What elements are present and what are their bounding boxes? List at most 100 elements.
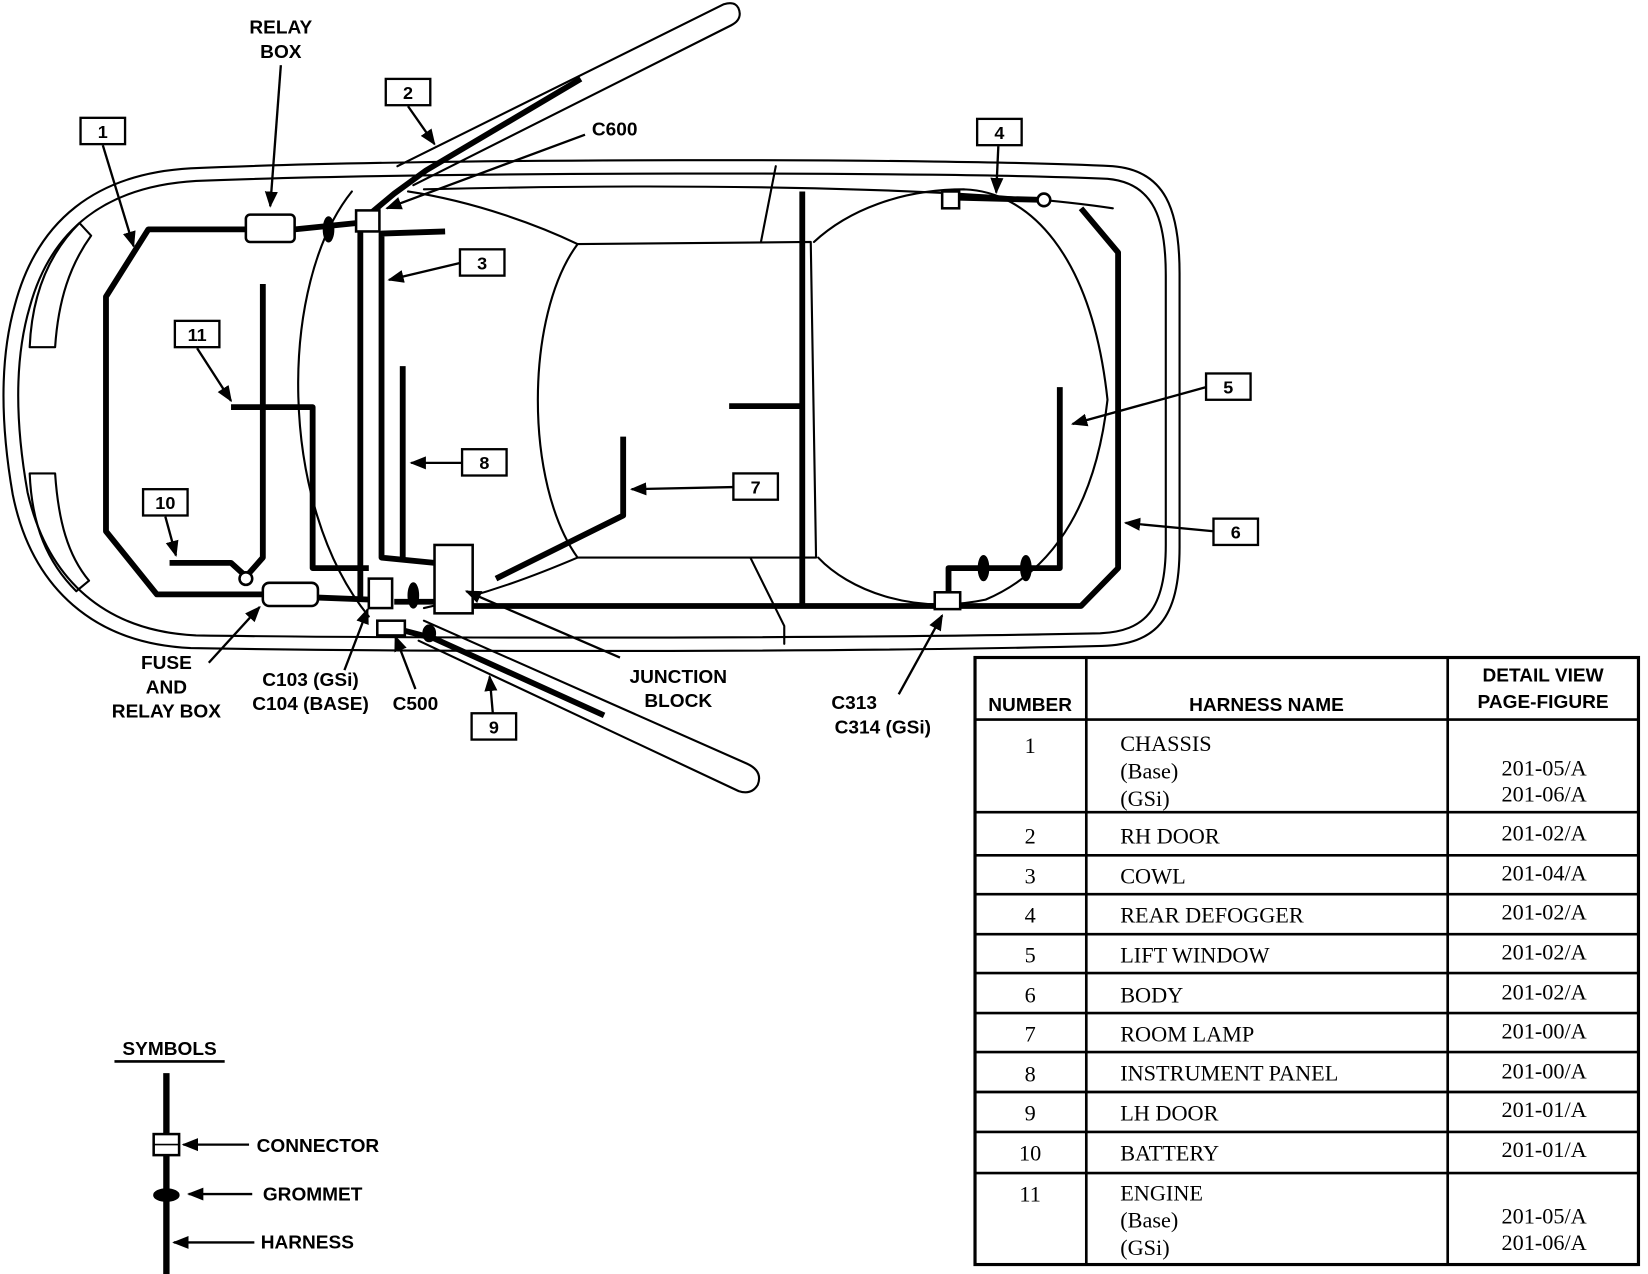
relay-box-label: RELAY: [249, 18, 312, 39]
junction-block-label: BLOCK: [644, 691, 712, 712]
row-figure: 201-00/A: [1502, 1058, 1587, 1083]
fuse-relay-box-label: FUSE: [141, 653, 192, 674]
table-row: 2 RH DOOR 201-02/A: [1025, 821, 1587, 849]
row-figure: 201-01/A: [1502, 1137, 1587, 1162]
leader-fuse-relay-box: [207, 605, 261, 664]
table-header: NUMBER HARNESS NAME DETAIL VIEW PAGE-FIG…: [988, 666, 1608, 716]
table-row: 10 BATTERY 201-01/A: [1019, 1137, 1587, 1165]
c600-label: C600: [592, 120, 638, 141]
callout-1: 1: [79, 116, 127, 146]
callout-number: 10: [155, 493, 175, 513]
row-number: 5: [1025, 943, 1036, 968]
table-row: 6 BODY 201-02/A: [1025, 979, 1587, 1007]
junction-block: [433, 543, 474, 615]
callout-number: 7: [751, 477, 761, 497]
header-number: NUMBER: [988, 695, 1072, 716]
leader-callout-5: [1070, 386, 1207, 427]
leader-junction-block: [464, 590, 621, 659]
lh-door-outline: [417, 619, 761, 794]
row-figure: 201-04/A: [1502, 861, 1587, 886]
row-harness-name: INSTRUMENT PANEL: [1120, 1061, 1338, 1086]
leader-callout-7: [630, 482, 734, 496]
row-number: 8: [1025, 1062, 1036, 1087]
row-harness-name: BATTERY: [1120, 1140, 1219, 1165]
row-variant: (Base): [1120, 759, 1178, 784]
callout-4: 4: [975, 117, 1023, 147]
grommet: [977, 554, 990, 582]
row-number: 10: [1019, 1140, 1041, 1165]
cowl-harness: [378, 228, 446, 566]
callout-9: 9: [470, 712, 518, 741]
header-harness-name: HARNESS NAME: [1189, 695, 1344, 716]
row-number: 1: [1025, 733, 1036, 758]
rh-door-harness: [365, 76, 583, 218]
row-figure: 201-02/A: [1502, 940, 1587, 965]
legend-harness-label: HARNESS: [261, 1233, 354, 1254]
symbols-title: SYMBOLS: [122, 1039, 216, 1060]
callout-number: 1: [98, 122, 108, 142]
row-variant: (GSi): [1120, 786, 1169, 811]
row-number: 11: [1019, 1181, 1040, 1206]
grommet: [407, 582, 420, 609]
leader-callout-2: [407, 105, 436, 146]
table-row: 4 REAR DEFOGGER 201-02/A: [1025, 900, 1587, 928]
connector-c500: [376, 619, 407, 637]
junction-block-label: JUNCTION: [630, 667, 727, 688]
row-harness-name: ROOM LAMP: [1120, 1022, 1254, 1047]
callout-number: 5: [1223, 378, 1233, 398]
callout-number: 9: [489, 717, 499, 737]
row-harness-name: LH DOOR: [1120, 1100, 1218, 1125]
row-number: 6: [1025, 983, 1036, 1008]
components: [244, 190, 1032, 643]
row-number: 4: [1025, 903, 1036, 928]
leader-callout-6: [1123, 517, 1214, 533]
engine-harness: [231, 284, 369, 577]
table-row: 1 CHASSIS (Base) (GSi) 201-05/A 201-06/A: [1025, 731, 1587, 811]
row-figure: 201-02/A: [1502, 821, 1587, 846]
callout-6: 6: [1212, 517, 1260, 547]
door-seam-bottom: [749, 556, 786, 645]
header-detail-view: DETAIL VIEW: [1483, 666, 1604, 687]
room-lamp-harness: [494, 436, 627, 582]
leader-c600: [385, 133, 586, 210]
row-figure: 201-05/A: [1502, 1204, 1587, 1229]
c103-label: C103 (GSi): [262, 670, 358, 691]
callout-2: 2: [384, 77, 432, 107]
symbols-legend: SYMBOLS CONNECTOR GROMMET HARNESS: [114, 1039, 379, 1274]
door-seam-top: [759, 165, 777, 244]
c104-label: C104 (BASE): [252, 694, 369, 715]
rear-window: [812, 188, 1109, 606]
row-harness-name: BODY: [1120, 983, 1183, 1008]
legend-connector-label: CONNECTOR: [257, 1136, 380, 1157]
row-harness-name: COWL: [1120, 864, 1185, 889]
row-figure: 201-06/A: [1502, 1230, 1587, 1255]
battery-harness: [169, 559, 246, 577]
row-harness-name: RH DOOR: [1120, 824, 1220, 849]
relay-box-label: BOX: [260, 42, 302, 63]
fuse-and-relay-box: [261, 581, 320, 608]
row-harness-name: LIFT WINDOW: [1120, 943, 1269, 968]
battery-terminal: [238, 571, 254, 587]
rear-defogger-terminal: [1036, 192, 1052, 208]
row-harness-name: REAR DEFOGGER: [1120, 903, 1304, 928]
callout-10: 10: [141, 488, 189, 517]
row-figure: 201-02/A: [1502, 900, 1587, 925]
row-figure: 201-06/A: [1502, 782, 1587, 807]
callout-number: 3: [477, 253, 487, 273]
leader-lines: [101, 65, 1214, 714]
c314-label: C314 (GSi): [835, 717, 931, 738]
callout-7: 7: [732, 472, 780, 501]
callout-8: 8: [460, 448, 508, 477]
table-row: 9 LH DOOR 201-01/A: [1025, 1097, 1587, 1125]
header-page-figure: PAGE-FIGURE: [1478, 692, 1609, 713]
leader-callout-1: [101, 144, 136, 248]
grommet: [422, 624, 437, 643]
left-headlight-top: [28, 221, 93, 349]
grommet: [1020, 554, 1032, 582]
row-figure: 201-02/A: [1502, 979, 1587, 1004]
callout-3: 3: [458, 248, 506, 277]
roof-panel: [536, 240, 818, 559]
table-row: 8 INSTRUMENT PANEL 201-00/A: [1025, 1058, 1587, 1086]
car-body: [2, 2, 1181, 794]
c500-label: C500: [393, 694, 439, 715]
